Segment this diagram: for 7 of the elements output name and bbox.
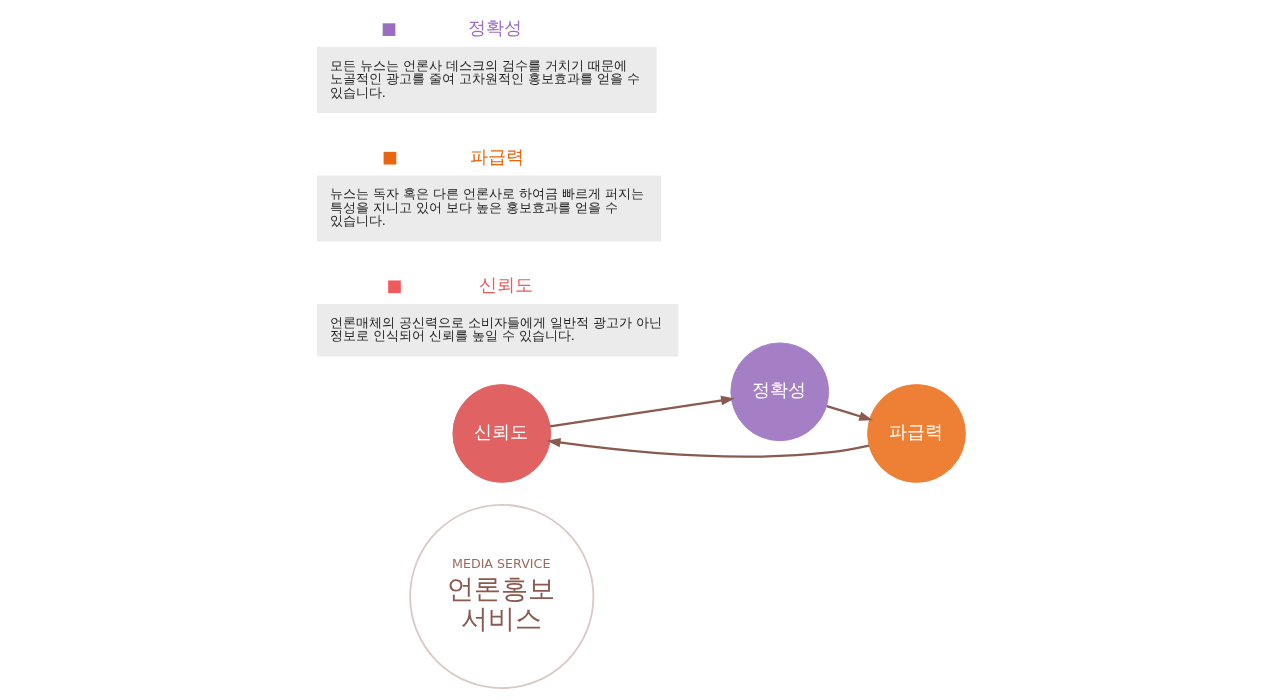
- arrow: [550, 395, 735, 428]
- arrow: [546, 437, 870, 458]
- node-circle: 신뢰도: [452, 384, 552, 483]
- node-circle: MEDIA SERVICE 언론홍보 서비스: [409, 503, 595, 690]
- node-circle: 파급력: [867, 384, 966, 483]
- node-circle: 정확성: [730, 342, 830, 442]
- arrow: [826, 404, 873, 421]
